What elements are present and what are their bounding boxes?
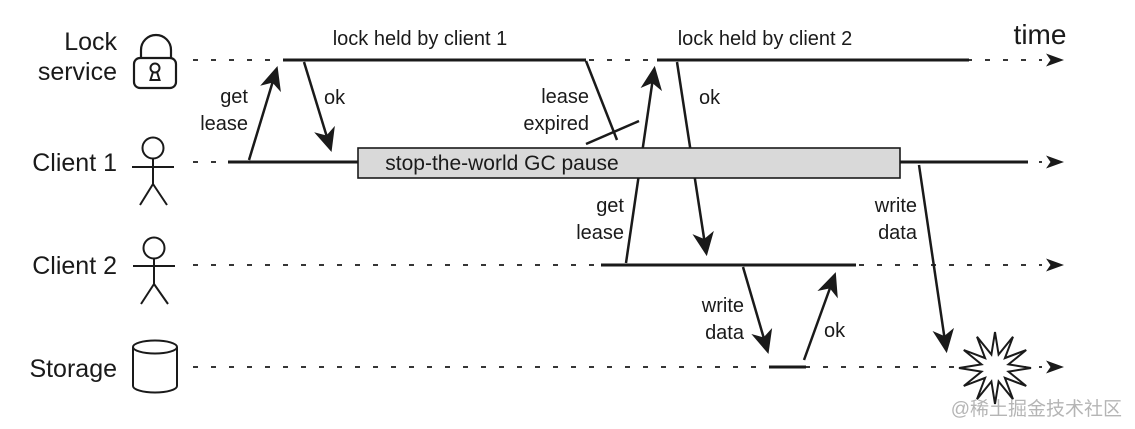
lease-expired-cross: [585, 119, 640, 146]
label-lock-held-client2: lock held by client 2: [678, 28, 853, 50]
lane-label-storage: Storage: [29, 355, 117, 383]
label-get-lease-client2-line1: get: [596, 195, 624, 217]
label-get-lease-client2-line2: lease: [576, 222, 624, 244]
crash-burst-icon: [958, 331, 1032, 405]
label-lease-expired-line1: lease: [541, 86, 589, 108]
lane-label-client2: Client 2: [32, 252, 117, 280]
gc-pause-label: stop-the-world GC pause: [385, 152, 618, 175]
database-icon: [132, 339, 178, 394]
lane-label-lock-service-line2: service: [38, 58, 117, 86]
label-write-data-client2-line2: data: [705, 322, 745, 344]
time-arrowhead-client2: [1046, 258, 1064, 272]
label-write-data-client1-line2: data: [878, 222, 918, 244]
label-lock-held-client1: lock held by client 1: [333, 28, 508, 50]
time-arrowhead-storage: [1046, 360, 1064, 374]
label-lease-expired-line2: expired: [523, 113, 589, 135]
write-data-arrow-client1: [917, 164, 954, 354]
label-write-data-client2-line1: write: [701, 295, 744, 317]
lane-label-lock-service-line1: Lock: [64, 28, 117, 56]
write-data-arrow-client2: [741, 266, 773, 354]
label-time-axis: time: [1014, 19, 1067, 50]
padlock-icon: [132, 33, 178, 90]
label-ok-client2: ok: [699, 87, 721, 109]
label-write-data-client1-line1: write: [874, 195, 917, 217]
person-icon-client1: [132, 136, 174, 206]
label-ok-client1: ok: [324, 87, 346, 109]
label-get-lease-client1-line1: get: [220, 86, 248, 108]
lane-label-client1: Client 1: [32, 149, 117, 177]
watermark-text: @稀土掘金技术社区: [951, 398, 1122, 420]
gc-pause-box: [357, 147, 901, 179]
lease-expiry-line: [584, 60, 619, 141]
label-ok-storage: ok: [824, 320, 846, 342]
label-get-lease-client1-line2: lease: [200, 113, 248, 135]
ok-arrow-lock-to-client1: [302, 61, 335, 152]
ok-arrow-storage-to-client2: [802, 272, 838, 361]
time-arrowhead-client1: [1046, 155, 1064, 169]
time-arrowhead-lock: [1046, 53, 1064, 67]
person-icon-client2: [133, 236, 175, 305]
get-lease-arrow-client1: [247, 66, 281, 161]
